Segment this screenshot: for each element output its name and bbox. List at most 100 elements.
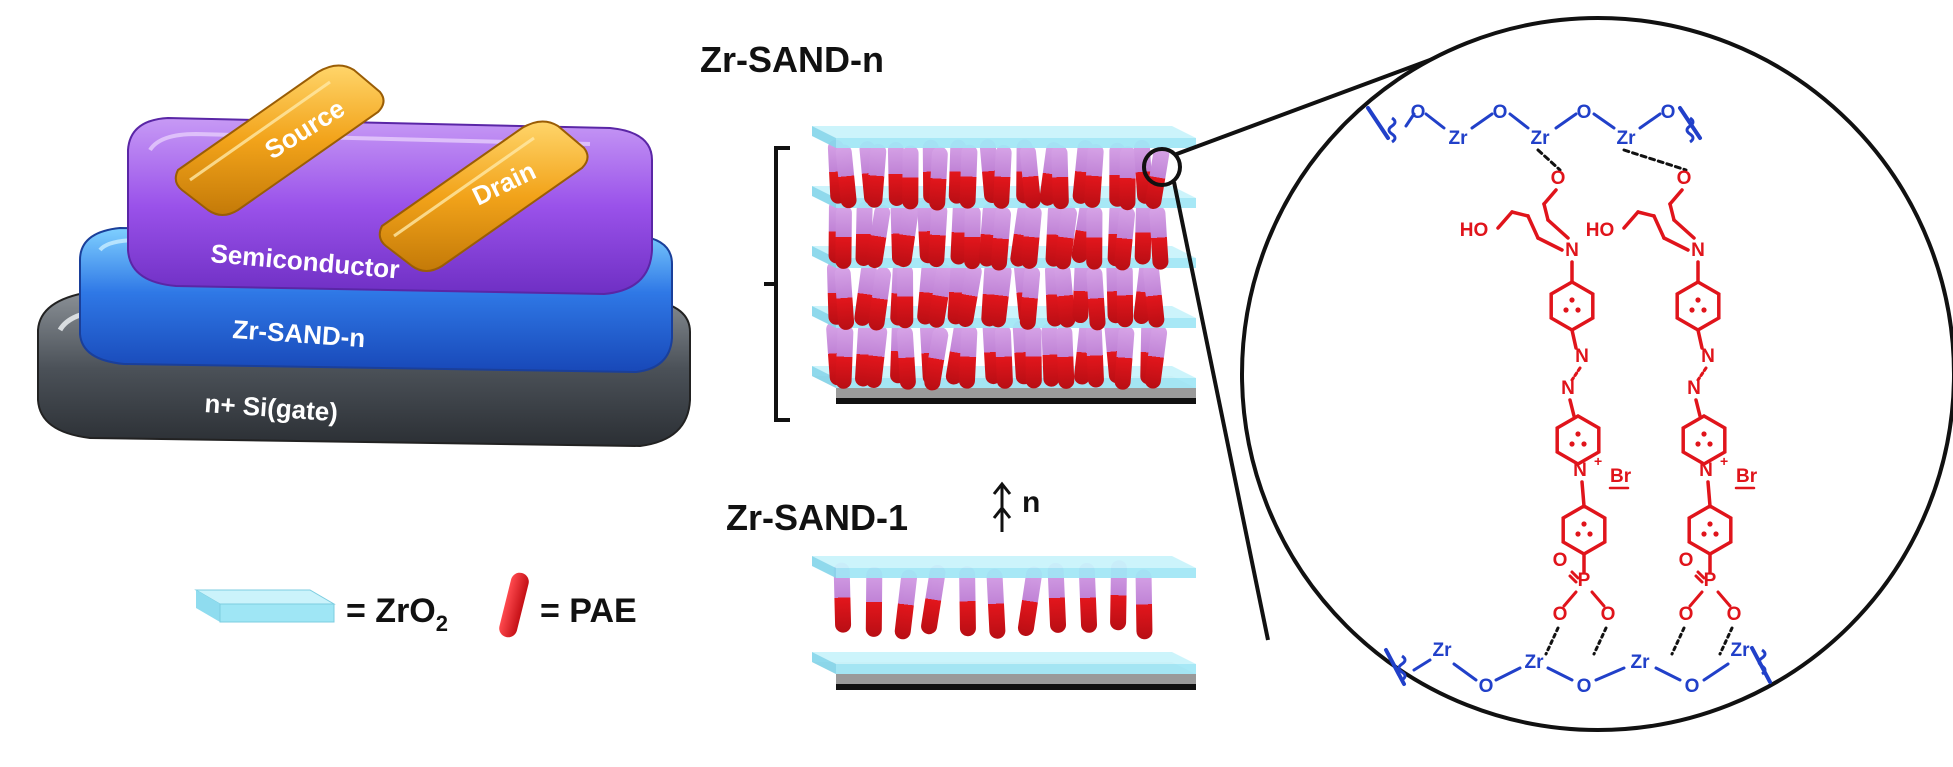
bond [1570, 366, 1582, 382]
bond [1706, 480, 1712, 508]
aromatic-dot [1581, 441, 1587, 447]
aromatic-dot [1581, 521, 1587, 527]
bond [1424, 112, 1446, 130]
bond [1546, 218, 1570, 240]
pae-molecule [866, 204, 891, 269]
zro2-layer-side [812, 306, 836, 328]
bond [1622, 210, 1640, 230]
bond [1672, 218, 1696, 240]
bond [1404, 112, 1416, 128]
pae-molecule [950, 200, 969, 265]
bond [1470, 112, 1494, 130]
bond [1696, 328, 1704, 350]
positive-charge: + [1594, 453, 1602, 469]
drain-electrode [378, 120, 589, 272]
positive-charge: + [1720, 453, 1728, 469]
pae-molecule [1149, 205, 1169, 270]
stack-title-1: Zr-SAND-1 [726, 497, 908, 538]
pae-layer [828, 199, 1169, 271]
bond [1636, 210, 1656, 218]
pae-molecule [1047, 562, 1067, 633]
bond [1568, 574, 1578, 584]
zro2-layer [836, 138, 1196, 148]
bond [1590, 590, 1606, 608]
pae-molecule [1143, 263, 1165, 328]
pae-molecule [1116, 263, 1134, 328]
pae-molecule [1086, 266, 1106, 331]
oxygen-atom: O [1411, 102, 1426, 123]
pae-molecule [986, 568, 1006, 639]
pae-molecule [928, 264, 953, 328]
aromatic-dot [1575, 431, 1581, 437]
growth-arrows [992, 481, 1012, 532]
oxygen-atom: O [1479, 676, 1494, 697]
zirconium-atom: Zr [1617, 128, 1637, 149]
oxygen-atom: O [1679, 604, 1694, 625]
pae-molecule [1021, 205, 1042, 269]
stack-bracket [774, 146, 790, 422]
bond [1568, 398, 1576, 418]
legend-zro2: = ZrO2 [194, 589, 448, 636]
aromatic-dot [1701, 431, 1707, 437]
pae-molecule [964, 205, 981, 270]
pae-molecule [1056, 324, 1075, 389]
oxygen-atom: O [1677, 168, 1692, 189]
phosphorus-atom: P [1704, 570, 1717, 591]
pae-molecule [1084, 143, 1104, 208]
pae-molecule [1086, 205, 1103, 270]
bond [1510, 210, 1530, 218]
pae-molecule [959, 566, 976, 637]
pae-molecule [1135, 569, 1153, 640]
bond [1384, 648, 1406, 686]
aromatic-dot [1713, 531, 1719, 537]
pae-molecule [833, 562, 852, 633]
zirconium-atom: Zr [1433, 640, 1453, 661]
aromatic-ring [1555, 413, 1601, 467]
wavy-bond [1387, 116, 1397, 144]
zro2-layer-side [812, 186, 836, 208]
phosphorus-atom: P [1578, 570, 1591, 591]
oxygen-atom: O [1661, 102, 1676, 123]
zro2-layer [836, 318, 1196, 328]
aromatic-dot [1707, 521, 1713, 527]
arrow-n-label: n [1022, 486, 1040, 519]
zirconium-atom: Zr [1631, 652, 1651, 673]
legend-pae-swatch [499, 572, 529, 638]
zro2-layer-top [812, 652, 1196, 664]
substrate-front [836, 388, 1196, 398]
pae-molecule [1020, 144, 1041, 209]
zirconium-atom: Zr [1531, 128, 1551, 149]
bond [1494, 666, 1522, 682]
zro2-layer [836, 664, 1196, 674]
pae-molecule [1072, 259, 1091, 324]
legend-pae: = PAE [499, 572, 637, 638]
hydroxyl-group: HO [1460, 220, 1489, 241]
aromatic-dot [1587, 531, 1593, 537]
pae-molecule [1144, 324, 1168, 389]
pae-molecule [990, 206, 1012, 271]
pae-molecule [957, 263, 982, 328]
bond [1594, 666, 1626, 682]
bond [1750, 646, 1772, 684]
source-electrode [174, 64, 385, 216]
bond [1716, 590, 1732, 608]
stack-title-n: Zr-SAND-n [700, 39, 884, 80]
wavy-bond [1685, 116, 1695, 144]
bond [1662, 236, 1690, 252]
pae-layer [827, 139, 1170, 211]
oxygen-atom: O [1685, 676, 1700, 697]
aromatic-dot [1695, 441, 1701, 447]
substrate-front [836, 674, 1196, 684]
bond [1694, 398, 1702, 418]
pae-molecule [896, 325, 916, 390]
pyridinium-nitrogen: N [1699, 460, 1713, 481]
oxygen-atom: O [1577, 676, 1592, 697]
pae-molecule [990, 263, 1012, 328]
bond [1554, 112, 1578, 130]
aromatic-dot [1701, 531, 1707, 537]
pae-molecule [1025, 324, 1042, 389]
oxygen-atom: O [1577, 102, 1592, 123]
pae-molecule [1017, 566, 1043, 636]
